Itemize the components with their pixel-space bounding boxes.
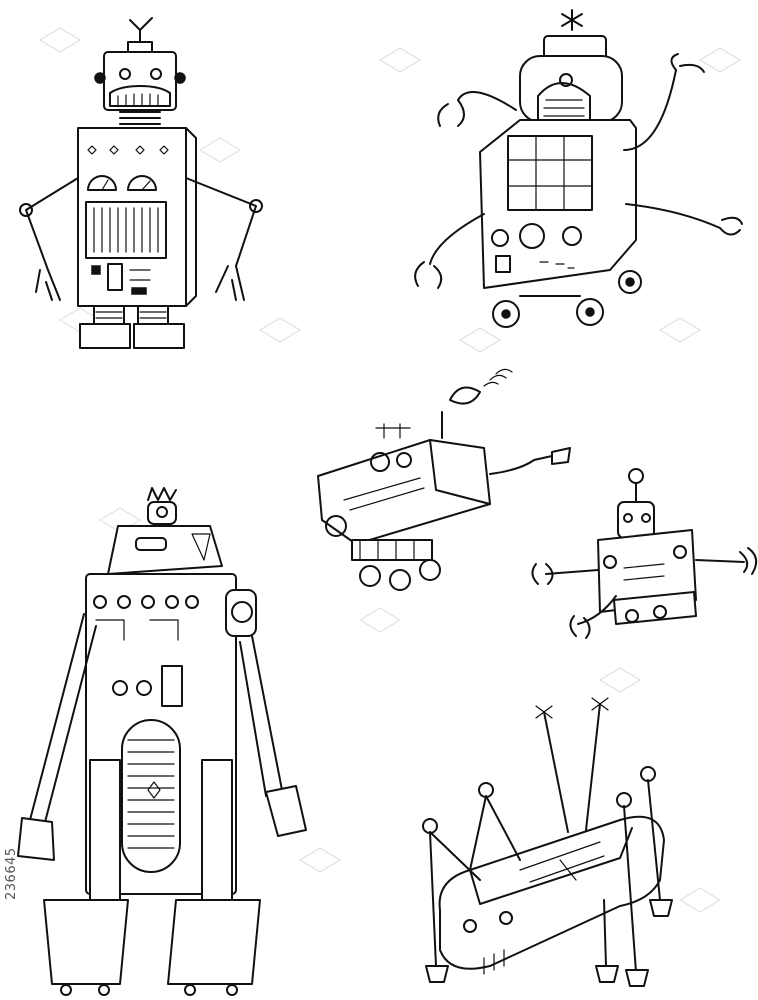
stock-id-watermark: 236645 — [4, 847, 19, 900]
boxy-robot — [19, 17, 263, 349]
tall-robot — [17, 487, 307, 996]
flying-robot — [317, 368, 571, 591]
small-robot — [531, 468, 758, 639]
spider-robot — [422, 697, 673, 987]
wheeled-robot — [414, 9, 743, 328]
